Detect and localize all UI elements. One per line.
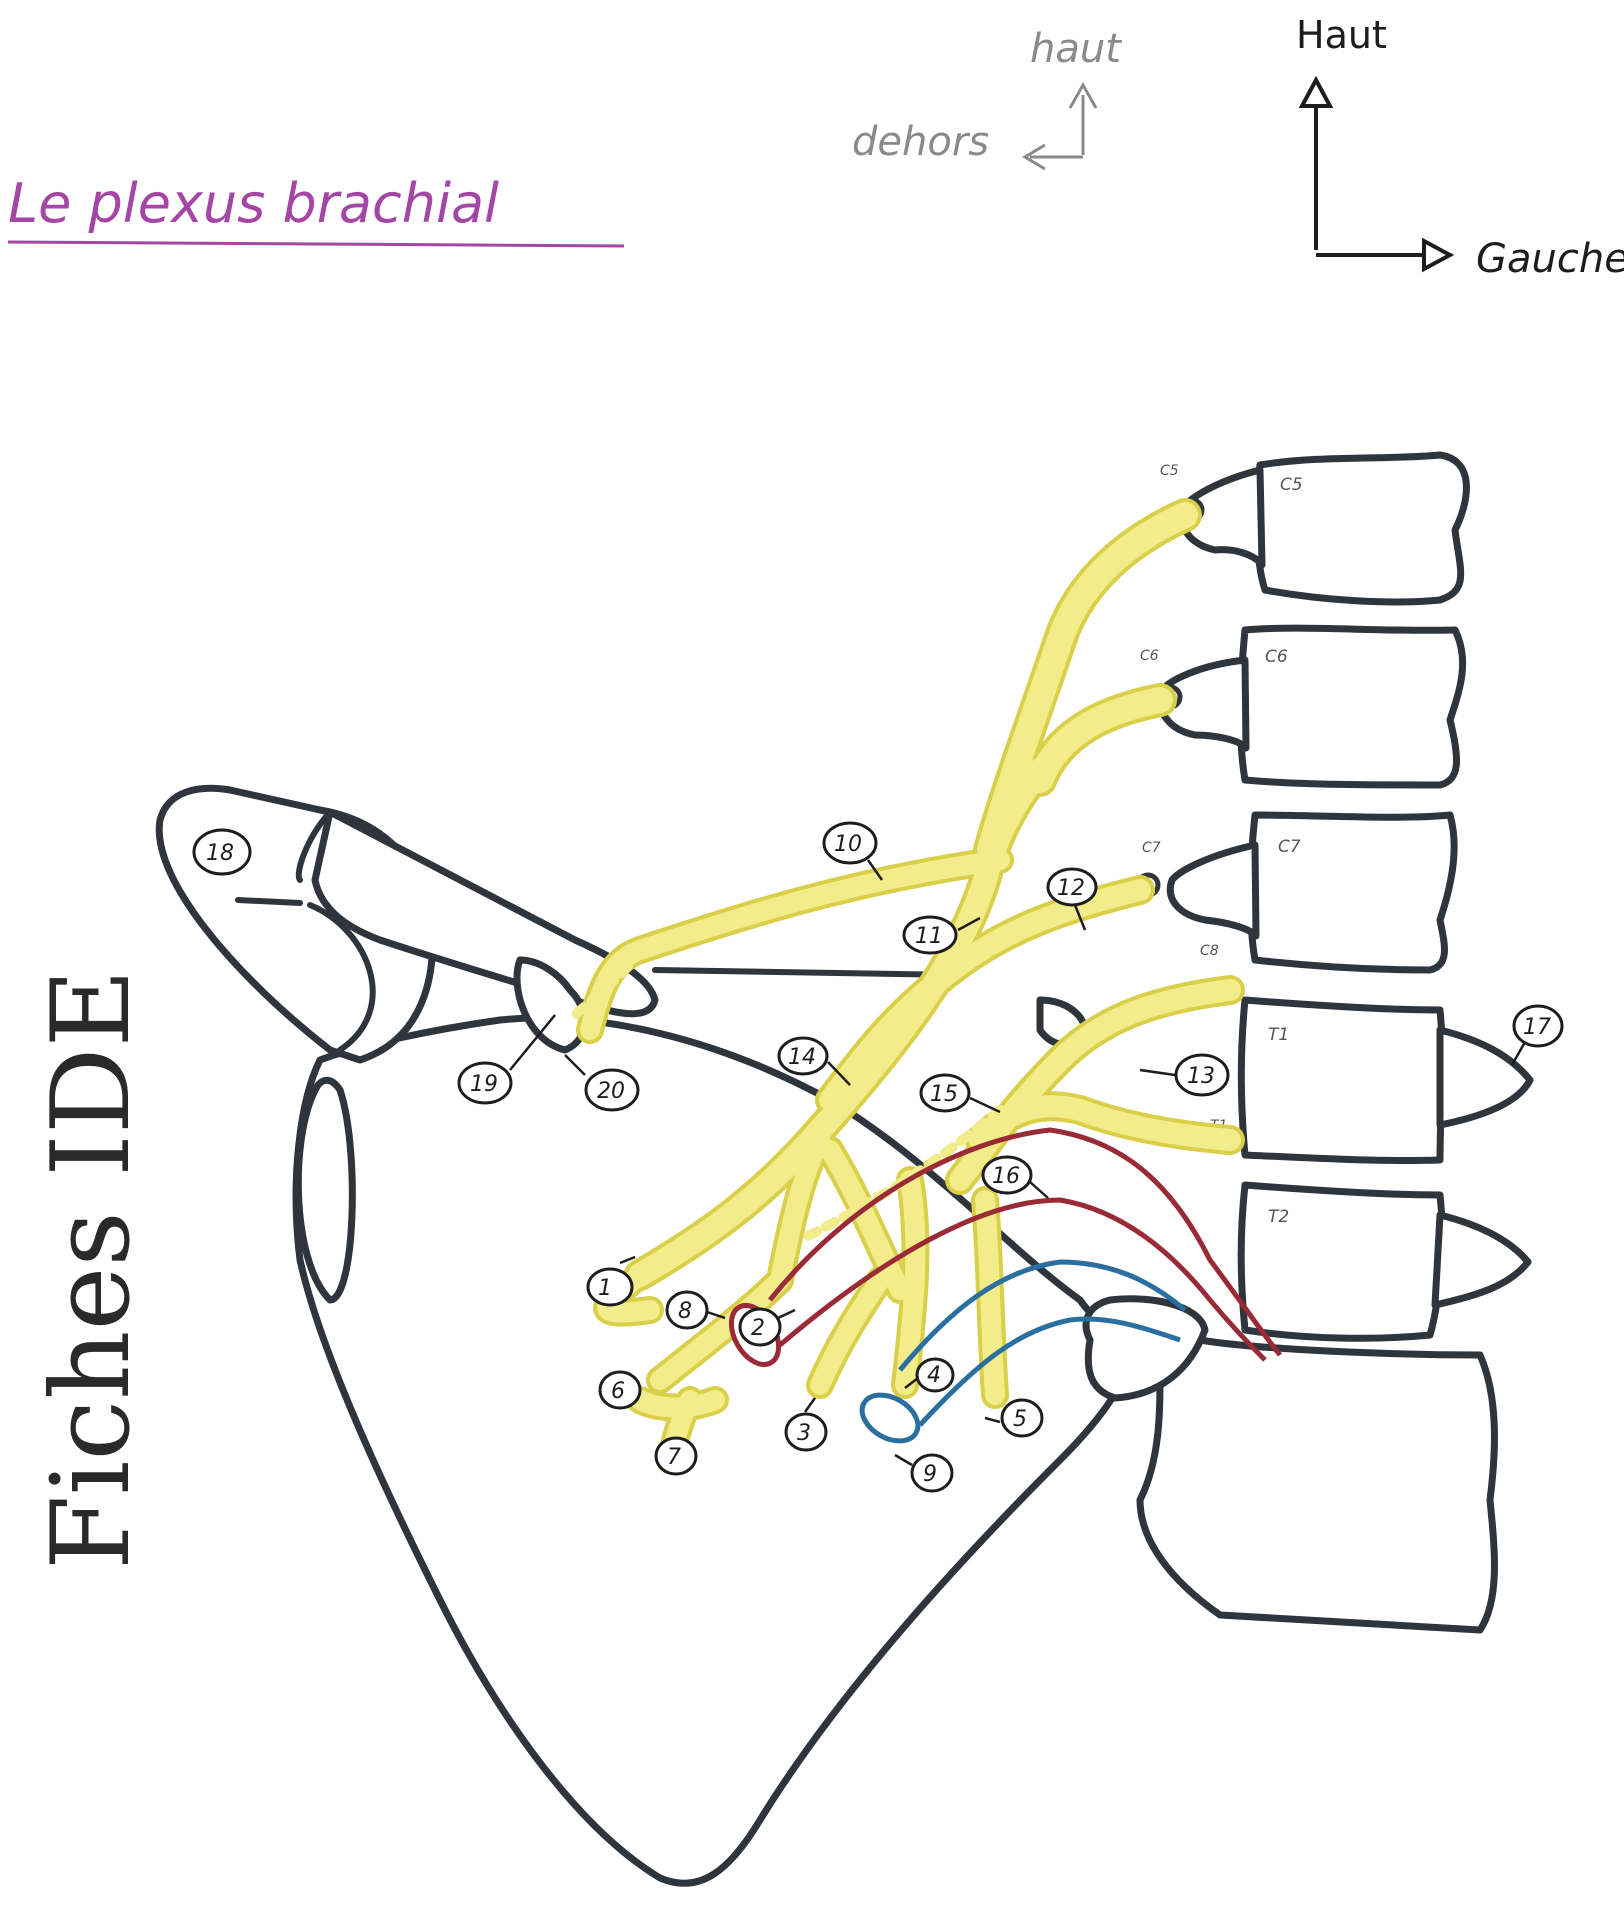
artery-upper-wall [768, 1127, 1282, 1357]
label-16: 16 [981, 1155, 1049, 1199]
vertebra-t1-label: T1 [1268, 1025, 1289, 1045]
page-title: Le plexus brachial [8, 172, 499, 235]
svg-text:20: 20 [597, 1079, 625, 1104]
orientation-side-label-large: Gauche [1476, 236, 1624, 282]
orientation-up-arrowhead-small [1068, 81, 1098, 109]
vertebra-c7-label: C7 [1278, 837, 1301, 857]
orientation-side-arrowhead-large [1422, 237, 1455, 273]
label-4: 4 [904, 1357, 955, 1393]
svg-text:15: 15 [930, 1082, 958, 1107]
vertebra-t2-body [1237, 1181, 1446, 1342]
vertebra-t2-spinous [1431, 1211, 1532, 1309]
numbered-labels: 1 2 3 4 5 6 7 [192, 821, 1564, 1493]
first-rib-line [652, 967, 963, 978]
vertebra-c5-label: C5 [1280, 475, 1303, 495]
title-underline [7, 240, 625, 248]
label-3: 3 [784, 1397, 828, 1452]
vertebra-t2-label: T2 [1268, 1207, 1289, 1227]
label-11: 11 [902, 915, 981, 955]
label-10: 10 [822, 821, 884, 881]
vertebral-column: C5 C5 C6 C6 C7 C7 C8 T1 T1 [1082, 451, 1534, 1634]
svg-text:17: 17 [1523, 1015, 1551, 1040]
label-17: 17 [1510, 1004, 1564, 1066]
vein-upper-wall [898, 1259, 1187, 1372]
vertebra-t1-spinous [1436, 1026, 1534, 1129]
label-19: 19 [457, 1014, 556, 1105]
vertebra-t2: T2 [1237, 1181, 1532, 1342]
vertebra-c5-body [1253, 451, 1470, 606]
svg-text:4: 4 [927, 1363, 941, 1388]
svg-text:3: 3 [797, 1421, 811, 1446]
svg-text:13: 13 [1187, 1064, 1215, 1089]
orientation-indicator-small: haut dehors [852, 26, 1122, 171]
title-block: Le plexus brachial [7, 172, 625, 248]
scapula-body [292, 1014, 1134, 1887]
orientation-side-label-small: dehors [852, 119, 989, 165]
vertebra-c6-body [1236, 624, 1467, 789]
label-5: 5 [984, 1398, 1044, 1438]
vertebra-t1: T1 T1 [1210, 996, 1534, 1165]
svg-text:14: 14 [788, 1045, 816, 1070]
svg-text:1: 1 [598, 1276, 612, 1301]
nerve-root-c5 [977, 502, 1198, 863]
svg-text:18: 18 [206, 841, 234, 866]
svg-text:12: 12 [1057, 876, 1085, 901]
root-c8-label: C8 [1200, 943, 1219, 959]
vertebra-c6: C6 C6 [1140, 624, 1467, 789]
acromion-line [235, 897, 303, 906]
clavicle-end [295, 809, 333, 883]
vertebra-c7-process [1166, 841, 1260, 940]
label-9: 9 [894, 1453, 954, 1493]
svg-text:16: 16 [992, 1164, 1020, 1189]
vertebra-c7-body [1246, 811, 1458, 974]
orientation-up-arrowhead-large [1298, 75, 1334, 108]
svg-text:8: 8 [678, 1299, 692, 1324]
label-1: 1 [586, 1255, 636, 1307]
label-2: 2 [738, 1307, 796, 1347]
root-c6-label: C6 [1140, 648, 1159, 664]
label-7: 7 [654, 1436, 698, 1476]
svg-text:11: 11 [915, 924, 943, 949]
label-20: 20 [564, 1054, 640, 1112]
svg-text:2: 2 [751, 1316, 765, 1341]
vein-lower-wall [918, 1316, 1181, 1427]
watermark: Fiches IDE [29, 969, 154, 1570]
label-6: 6 [598, 1370, 642, 1410]
label-18: 18 [192, 828, 252, 876]
vertebra-c5: C5 C5 [1160, 451, 1470, 606]
root-c5-label: C5 [1160, 463, 1179, 479]
orientation-up-label-small: haut [1030, 26, 1122, 72]
manubrium [1136, 1336, 1498, 1634]
svg-text:5: 5 [1013, 1407, 1027, 1432]
vertebra-t1-body [1237, 996, 1446, 1165]
orientation-indicator-large: Haut Gauche [1296, 13, 1624, 282]
vein-cut-end [859, 1392, 921, 1444]
label-13: 13 [1139, 1053, 1230, 1097]
svg-text:10: 10 [834, 832, 862, 857]
subclavian-vein [859, 1259, 1187, 1444]
label-15: 15 [919, 1073, 1001, 1114]
svg-text:9: 9 [923, 1462, 937, 1487]
vertebra-c7: C7 C7 C8 [1135, 811, 1458, 974]
nerve-root-c6 [1027, 687, 1173, 793]
orientation-side-arrowhead-small [1022, 143, 1046, 171]
svg-text:6: 6 [611, 1379, 625, 1404]
label-8: 8 [665, 1290, 726, 1330]
svg-text:19: 19 [470, 1072, 498, 1097]
label-14: 14 [777, 1036, 851, 1086]
glenoid-cavity [294, 1076, 356, 1304]
spine-of-scapula [307, 902, 376, 1053]
orientation-up-label-large: Haut [1296, 13, 1387, 57]
svg-text:7: 7 [667, 1445, 681, 1470]
artery-lower-wall [778, 1197, 1267, 1362]
root-c7-label: C7 [1142, 840, 1161, 856]
vertebra-c6-label: C6 [1265, 647, 1288, 667]
label-12: 12 [1046, 867, 1098, 931]
